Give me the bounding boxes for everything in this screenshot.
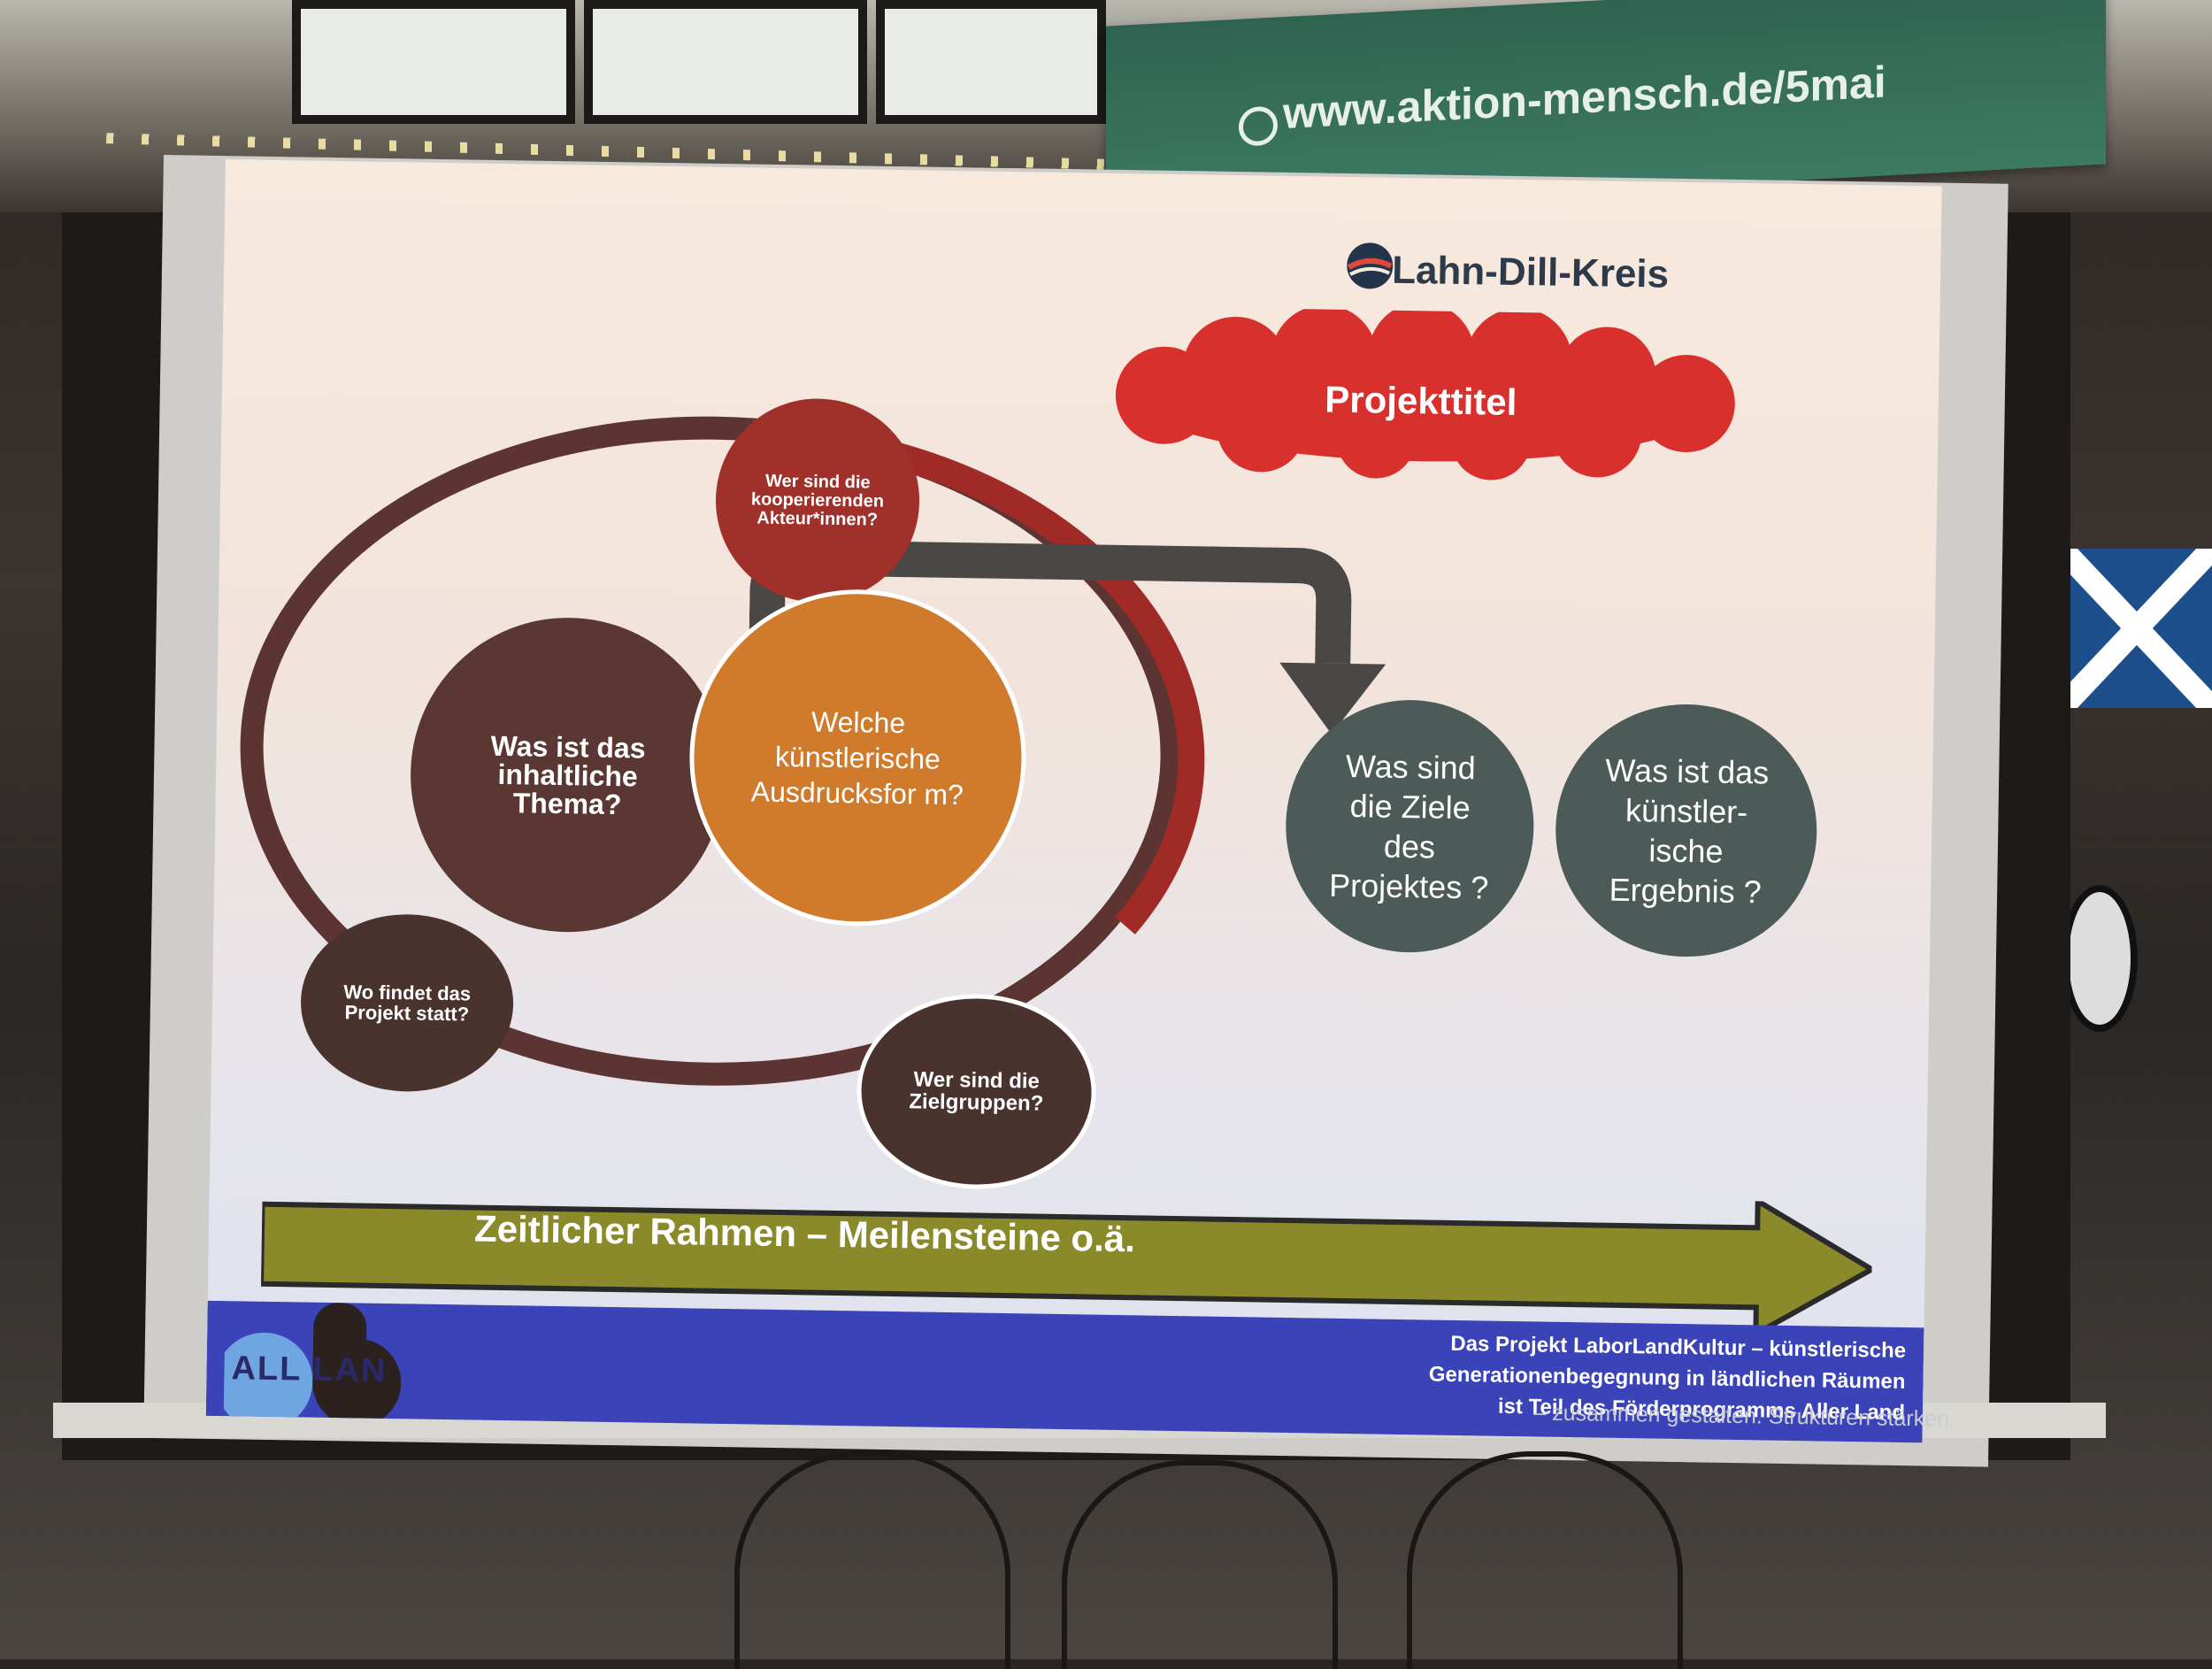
aller-land-logo-icon <box>215 1303 402 1430</box>
circle-zielgruppen-label: Wer sind die Zielgruppen? <box>909 1067 1044 1116</box>
circle-thema-label: Was ist das inhaltliche Thema? <box>490 729 646 820</box>
scottish-flag <box>2053 541 2212 716</box>
circle-ort-label: Wo findet das Projekt statt? <box>343 981 472 1026</box>
arrow-circle-icon <box>1239 105 1278 147</box>
aller-land-logo-text: ALL LAN <box>231 1350 388 1390</box>
saltire-icon <box>2053 541 2212 716</box>
presentation-slide: Lahn-Dill-Kreis Projekttitel Wer sind di… <box>205 159 1942 1443</box>
chair <box>1407 1451 1683 1669</box>
project-title-cloud <box>1115 305 1735 481</box>
wall-clock <box>2062 885 2138 1032</box>
room-window <box>876 0 1106 124</box>
room-window <box>292 0 575 124</box>
circle-ziele: Was sind die Ziele des Projektes ? <box>1284 697 1536 955</box>
project-title: Projekttitel <box>1324 378 1517 423</box>
circle-ziele-label: Was sind die Ziele des Projektes ? <box>1328 747 1489 906</box>
circle-ergebnis-label: Was ist das künstler- ische Ergebnis ? <box>1605 751 1770 910</box>
aller-land-logo: ALL LAN <box>215 1301 403 1430</box>
lahn-dill-logo-text: Lahn-Dill-Kreis <box>1391 248 1670 296</box>
circle-akteure-label: Wer sind die kooperierenden Akteur*innen… <box>750 471 885 530</box>
room-window <box>584 0 867 124</box>
timeline-arrow <box>260 1196 1873 1336</box>
lahn-dill-logo-icon <box>1347 242 1394 289</box>
chair <box>1062 1460 1338 1669</box>
chair <box>734 1451 1010 1669</box>
circle-ergebnis: Was ist das künstler- ische Ergebnis ? <box>1554 702 1819 959</box>
circle-ausdrucksform-label: Welche künstlerische Ausdrucksfor m? <box>750 705 964 811</box>
banner-url: www.aktion-mensch.de/5mai <box>1283 57 1886 139</box>
